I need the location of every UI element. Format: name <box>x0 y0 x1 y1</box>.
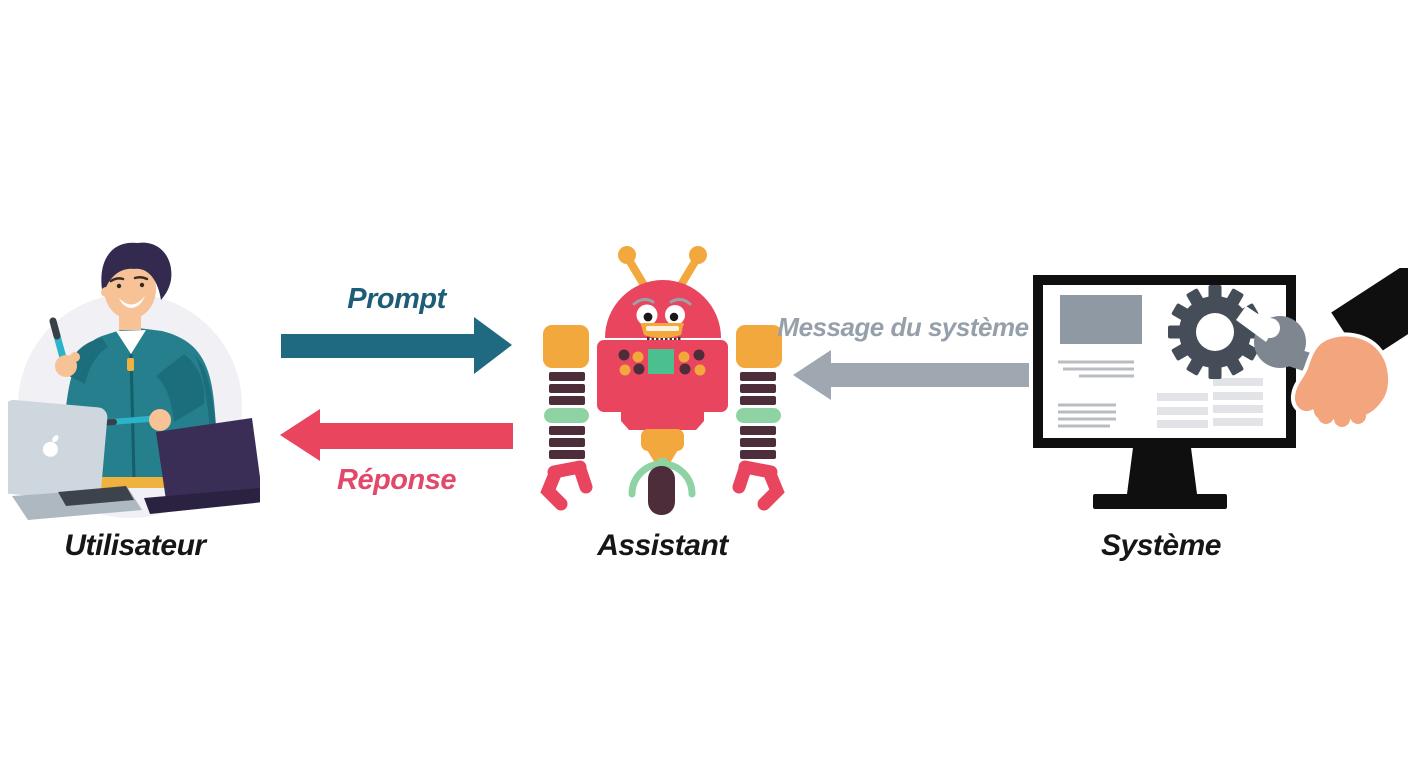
system-illustration <box>1033 268 1408 509</box>
robot-right-arm <box>732 325 785 511</box>
system-message-arrow-shape <box>793 350 1029 400</box>
prompt-arrow-shape <box>281 317 512 374</box>
hand-icon <box>1290 332 1392 427</box>
purple-laptop-icon <box>156 418 260 500</box>
screen-text-lines <box>1058 360 1134 428</box>
user-hair <box>101 242 172 300</box>
prompt-arrow-label: Prompt <box>347 283 446 315</box>
robot-claw <box>732 460 785 511</box>
user-face <box>104 259 156 319</box>
screen-list-bars <box>1157 378 1263 428</box>
screen-image-placeholder <box>1060 295 1142 344</box>
robot-wheel <box>648 466 675 515</box>
silver-laptop-icon <box>8 399 108 502</box>
robot-panel-screen <box>648 349 674 374</box>
system-label: Système <box>1101 529 1221 562</box>
monitor-stand <box>1127 440 1197 494</box>
apple-logo-icon <box>42 441 58 457</box>
user-smile <box>119 296 145 308</box>
response-arrow-label: Réponse <box>337 464 456 496</box>
robot-left-arm <box>540 325 593 511</box>
zipper-pull <box>127 358 134 371</box>
assistant-label: Assistant <box>597 529 728 562</box>
robot-panel-buttons <box>618 349 706 376</box>
user-shirt-collar <box>116 330 146 354</box>
monitor-base <box>1093 494 1227 509</box>
prompt-arrow <box>281 317 512 374</box>
robot-wheel-arch <box>628 460 696 498</box>
robot-head <box>605 280 721 338</box>
system-message-arrow-label: Message du système <box>777 312 1029 342</box>
robot-claw <box>540 460 593 511</box>
assistant-illustration <box>540 246 785 515</box>
laptop-keyboard <box>58 486 134 506</box>
response-arrow-shape <box>280 409 513 461</box>
user-label: Utilisateur <box>64 529 206 562</box>
system-message-arrow <box>793 350 1029 400</box>
user-illustration <box>8 242 260 520</box>
response-arrow <box>280 409 513 461</box>
